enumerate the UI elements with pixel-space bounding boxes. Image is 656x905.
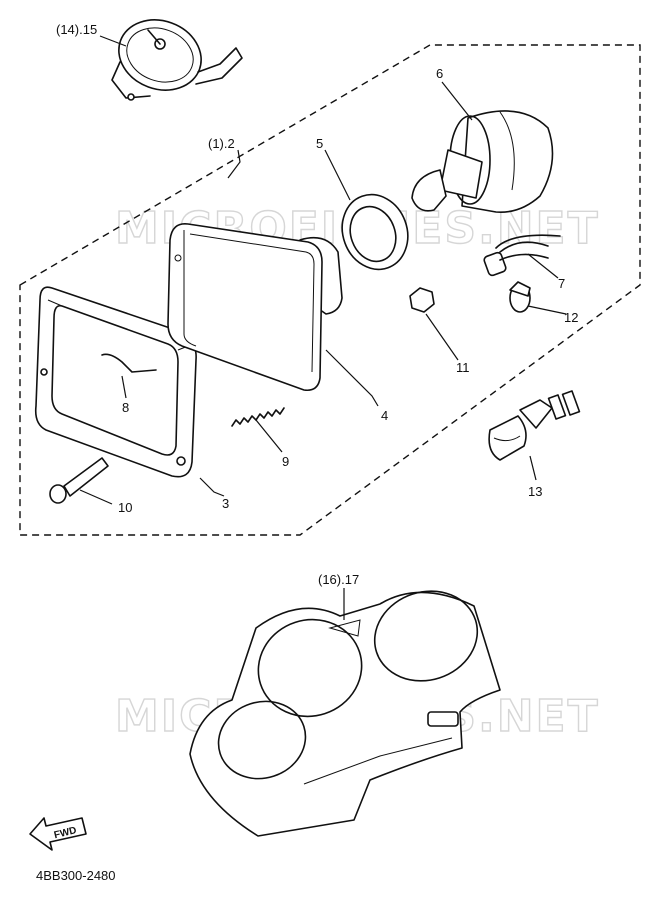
forward-arrow-label: FWD	[53, 825, 78, 841]
callout-cover: (16).17	[318, 572, 359, 587]
callout-rim: 3	[222, 496, 229, 511]
front-cover-part	[189, 590, 501, 837]
spring-part-8	[101, 353, 157, 373]
h4-bulb-part	[488, 390, 581, 461]
callout-screw-spring: 9	[282, 454, 289, 469]
nut-part	[409, 287, 435, 313]
callout-meter: (14).15	[56, 22, 97, 37]
screw-spring-part	[231, 407, 285, 427]
callout-spring: 8	[122, 400, 129, 415]
callout-bolt: 10	[118, 500, 132, 515]
bolt-part	[49, 457, 109, 504]
lead-wire-part	[483, 234, 561, 277]
headlight-lens-part	[167, 223, 343, 392]
small-bulb-part	[509, 281, 531, 313]
meter-part	[111, 19, 243, 101]
ring-part	[341, 193, 409, 271]
callout-socket-cover: 6	[436, 66, 443, 81]
forward-arrow-icon: FWD	[29, 817, 87, 851]
callout-assembly: (1).2	[208, 136, 235, 151]
part-code: 4BB300-2480	[36, 868, 116, 883]
leader-lines	[79, 35, 567, 620]
callout-lead-wire: 7	[558, 276, 565, 291]
callout-ring: 5	[316, 136, 323, 151]
socket-cover-part	[411, 110, 554, 213]
assembly-boundary	[19, 44, 641, 536]
callout-nut: 11	[456, 360, 470, 375]
callout-lens: 4	[381, 408, 388, 423]
callout-h4-bulb: 13	[528, 484, 542, 499]
callout-small-bulb: 12	[564, 310, 578, 325]
